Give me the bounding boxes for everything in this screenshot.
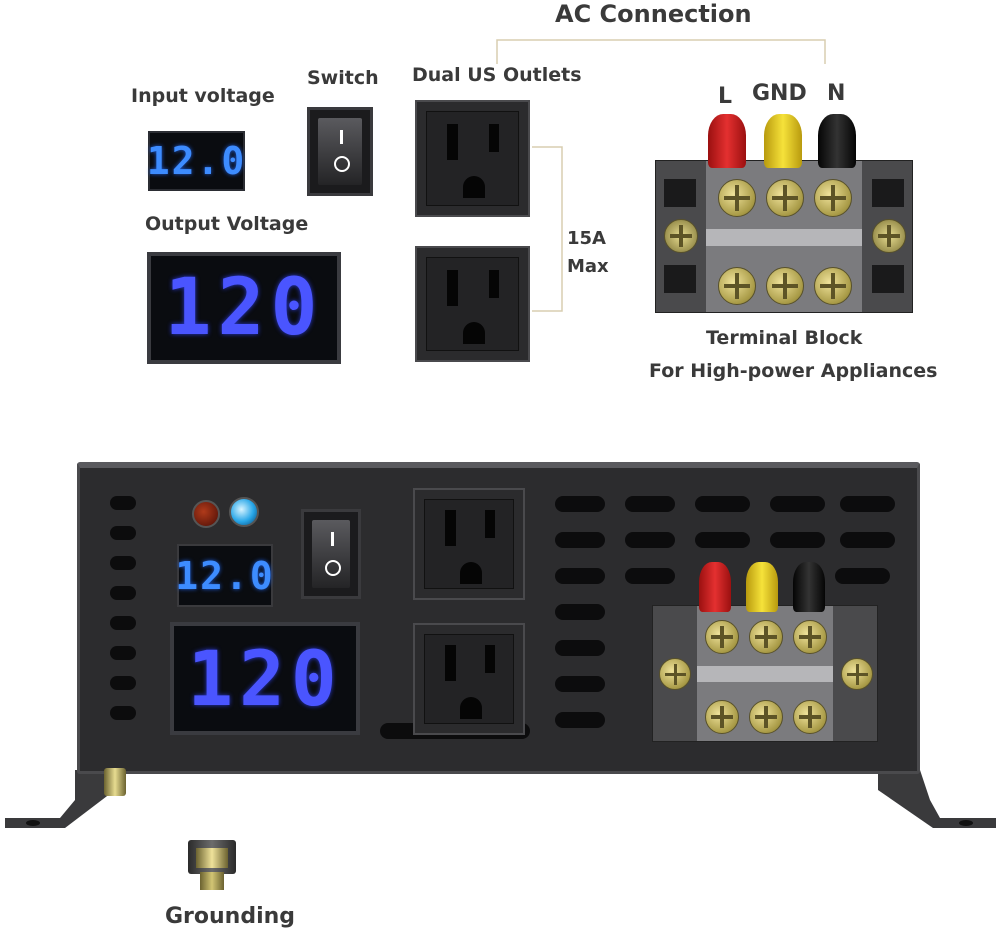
us-outlet-2[interactable] (413, 623, 525, 735)
panel-terminal-block[interactable] (652, 605, 878, 742)
mounting-foot-right (878, 770, 996, 830)
ac-connection-bracket (496, 39, 826, 64)
terminal-screw-icon[interactable] (705, 700, 739, 734)
terminal-cap-red (708, 114, 746, 168)
grounding-connector-icon (188, 840, 236, 890)
panel-terminal-cap-black (793, 562, 825, 612)
mount-screw-icon (664, 219, 698, 253)
terminal-screw-icon (718, 267, 756, 305)
max-current-label-line2: Max (567, 256, 609, 277)
terminal-screw-icon[interactable] (793, 620, 827, 654)
us-outlet-1[interactable] (413, 488, 525, 600)
dual-us-outlets-label: Dual US Outlets (412, 64, 582, 86)
outlet-bracket (532, 146, 563, 312)
terminal-cap-black (818, 114, 856, 168)
terminal-screw-icon[interactable] (749, 620, 783, 654)
terminal-screw-icon[interactable] (793, 700, 827, 734)
terminal-n-label: N (827, 81, 846, 106)
us-outlet-icon (415, 246, 530, 362)
terminal-screw-icon (766, 179, 804, 217)
terminal-screw-icon (718, 179, 756, 217)
led-indicator-icon (192, 500, 220, 528)
terminal-screw-icon (814, 179, 852, 217)
rocker-switch-icon (307, 107, 373, 196)
panel-output-voltage-display: 120 (170, 622, 360, 735)
mount-screw-icon (659, 658, 691, 690)
power-switch[interactable] (301, 509, 361, 599)
panel-input-voltage-value: 12.0 (175, 553, 275, 598)
panel-terminal-cap-yellow (746, 562, 778, 612)
terminal-screw-icon[interactable] (749, 700, 783, 734)
terminal-l-label: L (718, 84, 733, 109)
output-voltage-value: 120 (164, 263, 324, 353)
terminal-block-caption-line1: Terminal Block (706, 327, 863, 349)
panel-terminal-cap-red (699, 562, 731, 612)
ground-stud-icon[interactable] (104, 768, 126, 796)
ac-connection-title: AC Connection (555, 0, 752, 28)
switch-label: Switch (307, 67, 379, 89)
terminal-screw-icon (766, 267, 804, 305)
grounding-label: Grounding (165, 904, 296, 929)
led-indicator-icon (229, 497, 259, 527)
output-voltage-display: 120 (147, 252, 341, 364)
input-voltage-label: Input voltage (131, 85, 275, 107)
output-voltage-label: Output Voltage (145, 213, 309, 235)
terminal-block-caption-line2: For High-power Appliances (649, 360, 938, 382)
us-outlet-icon (415, 100, 530, 217)
terminal-gnd-label: GND (752, 81, 807, 106)
input-voltage-display: 12.0 (146, 131, 247, 191)
terminal-cap-yellow (764, 114, 802, 168)
max-current-label-line1: 15A (567, 228, 606, 249)
panel-output-voltage-value: 120 (187, 634, 343, 723)
input-voltage-value: 12.0 (146, 139, 247, 183)
mount-screw-icon (872, 219, 906, 253)
panel-input-voltage-display: 12.0 (175, 544, 275, 607)
terminal-screw-icon[interactable] (705, 620, 739, 654)
terminal-block-detail (655, 160, 913, 313)
terminal-screw-icon (814, 267, 852, 305)
mounting-foot-left (5, 770, 115, 830)
mount-screw-icon (841, 658, 873, 690)
